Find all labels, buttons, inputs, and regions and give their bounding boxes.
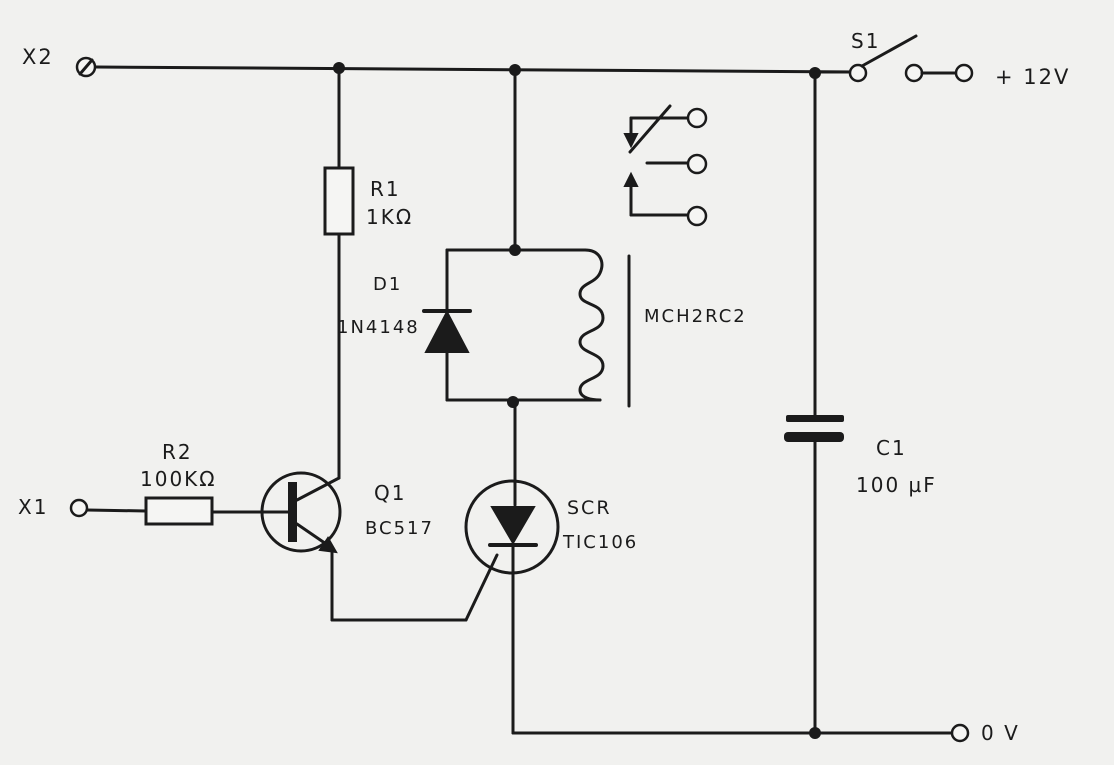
d1-value-label: 1N4148 <box>337 317 420 338</box>
r1-ref-label: R1 <box>370 177 401 201</box>
junction-dot-relay-lower <box>507 396 519 408</box>
s1-switch <box>848 34 974 83</box>
c1-value-label: 100 µF <box>856 473 937 497</box>
r2-resistor <box>85 496 294 526</box>
r1-resistor <box>323 66 355 480</box>
junction-dot-c1-bottom <box>809 727 821 739</box>
x1-label: X1 <box>18 495 48 519</box>
x2-terminal <box>75 56 97 78</box>
relay-contacts <box>623 104 708 227</box>
x1-terminal <box>69 498 89 518</box>
ground-label: 0 V <box>981 721 1020 745</box>
scr-thyristor <box>464 476 560 735</box>
c1-capacitor <box>784 71 844 735</box>
supply-label: + 12V <box>995 65 1070 89</box>
relay-value-label: MCH2RC2 <box>644 306 747 327</box>
r2-value-label: 100KΩ <box>140 467 217 491</box>
scr-value-label: TIC106 <box>562 532 638 553</box>
r1-value-label: 1KΩ <box>366 205 413 229</box>
r2-ref-label: R2 <box>162 440 193 464</box>
top-rail <box>94 65 860 74</box>
d1-ref-label: D1 <box>373 274 402 295</box>
ground-terminal <box>950 723 970 743</box>
x2-label: X2 <box>22 45 54 69</box>
junction-dot-relay-upper <box>509 244 521 256</box>
q1-value-label: BC517 <box>365 518 434 539</box>
scr-ref-label: SCR <box>567 497 612 519</box>
q1-ref-label: Q1 <box>374 481 406 505</box>
relay-coil <box>578 248 631 408</box>
d1-diode <box>422 309 472 353</box>
q1-transistor <box>260 471 468 622</box>
s1-label: S1 <box>851 29 880 53</box>
c1-ref-label: C1 <box>876 436 907 460</box>
relay-branch <box>445 68 602 480</box>
